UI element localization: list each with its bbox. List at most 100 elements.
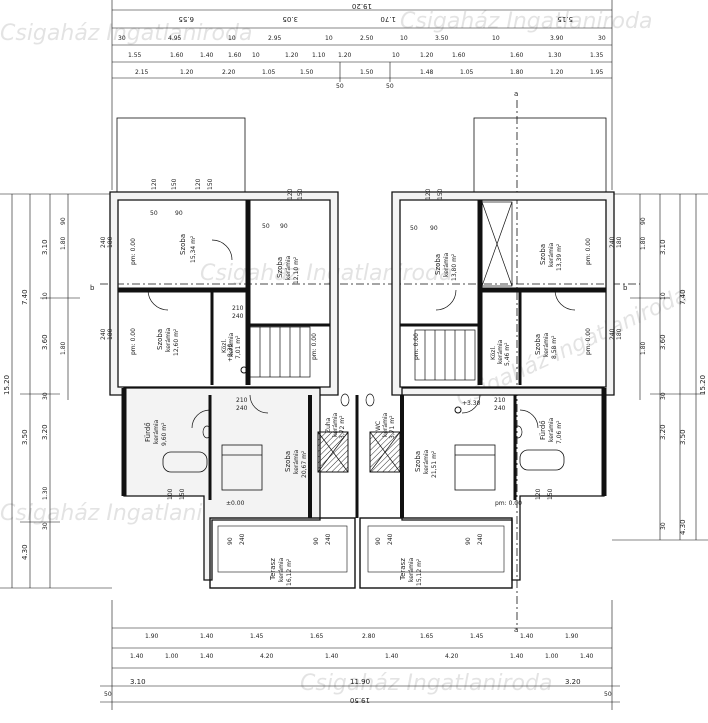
dim-label: 1.30 (42, 486, 49, 500)
section-line-b: b b (90, 283, 640, 292)
dim-label: 50 (336, 83, 344, 90)
dim-label: 50 (604, 691, 612, 698)
dim-label: 1.48 (420, 69, 434, 76)
dim-label: 1.40 (580, 653, 594, 660)
dim-label: 19.20 (352, 2, 372, 10)
room-area: 12,60 m² (173, 328, 180, 356)
dim-label: 6.55 (178, 15, 194, 23)
opening-label: 210 (232, 305, 244, 312)
opening-label: 240 (236, 405, 248, 412)
room-floor: kerámia (497, 339, 504, 364)
room-label: Szoba kerámia 21,51 m² (414, 449, 438, 478)
opening-label: 210 (236, 397, 248, 404)
dim-label: 1.40 (200, 52, 214, 59)
level-label: +3.30 (462, 400, 481, 407)
room-area: 7,01 m² (235, 335, 242, 359)
room-name: Fürdő (538, 420, 547, 440)
room-area: 13,80 m² (451, 253, 458, 281)
room-floor: kerámia (382, 412, 389, 437)
dim-label: 50 (386, 83, 394, 90)
dim-label: 50 (104, 691, 112, 698)
dim-label: 3.60 (659, 334, 667, 350)
level-label: ±0.00 (226, 500, 245, 507)
dim-label: 4.30 (21, 544, 29, 560)
room-floor: kerámia (278, 557, 285, 582)
dim-label: 1.20 (338, 52, 352, 59)
dim-label: 10 (252, 52, 260, 59)
room-labels: Szoba 15,34 m² Szoba kerámia 12,10 m² Sz… (143, 234, 563, 586)
dim-label: 1.05 (460, 69, 474, 76)
dim-label: 30 (42, 392, 49, 400)
room-floor: kerámia (443, 252, 450, 277)
room-floor: kerámia (332, 412, 339, 437)
room-floor: kerámia (165, 327, 172, 352)
dim-label: 1.60 (228, 52, 242, 59)
opening-label: 90 (430, 225, 438, 232)
room-area: 8,58 m² (551, 335, 558, 359)
dim-label: 2.95 (268, 35, 282, 42)
room-floor: kerámia (548, 242, 555, 267)
level-label: pm: 0.00 (311, 333, 318, 360)
room-label: WC kerámia 3,71 m² (375, 412, 396, 439)
opening-label: 120 (535, 488, 542, 500)
room-name: Közl. (490, 346, 497, 360)
dim-label: 1.90 (565, 633, 579, 640)
dim-label: 3.60 (41, 334, 49, 350)
dim-label: 1.00 (545, 653, 559, 660)
dim-label: 2.15 (135, 69, 149, 76)
room-label: Szoba kerámia 13,39 m² (539, 242, 563, 271)
wardrobe-cross (481, 201, 513, 287)
right-dimension-chains: 15.20 7.40 3.10 3.60 10 30 3.20 3.50 4.3… (612, 193, 708, 541)
toilets (202, 393, 523, 439)
opening-label: 90 (313, 537, 320, 545)
dim-label: 1.60 (170, 52, 184, 59)
room-area: 9,60 m² (161, 422, 168, 446)
dim-label: 1.45 (250, 633, 264, 640)
bathtub-left (162, 451, 208, 473)
section-mark-a-bottom: a (514, 626, 518, 634)
dim-label: 4.20 (260, 653, 274, 660)
room-name: Terasz (399, 558, 407, 581)
room-label: Zuha kerámia 3,72 m² (325, 412, 346, 439)
room-area: 5,46 m² (504, 342, 511, 366)
opening-label: 150 (297, 188, 304, 200)
dim-label: 1.35 (590, 52, 604, 59)
room-area: 13,39 m² (556, 243, 563, 271)
dim-label: 11.90 (350, 678, 370, 686)
dim-label: 4.20 (445, 653, 459, 660)
room-label: Fürdő kerámia 9,60 m² (143, 419, 168, 446)
dim-label: 3.50 (679, 429, 687, 445)
room-name: Szoba (539, 244, 547, 265)
room-area: 20,67 m² (301, 450, 308, 478)
room-label: Szoba kerámia 12,60 m² (156, 327, 180, 356)
opening-label: 180 (616, 236, 623, 248)
room-area: 15,12 m² (416, 558, 423, 586)
dim-label: 4.30 (679, 519, 687, 535)
dim-label: 19.50 (350, 696, 370, 704)
opening-label: 240 (325, 533, 332, 545)
dim-label: 1.20 (180, 69, 194, 76)
room-floor: kerámia (153, 419, 160, 444)
opening-label: 150 (547, 488, 554, 500)
room-name: Szoba (156, 329, 164, 350)
opening-label: 90 (175, 210, 183, 217)
opening-label: 150 (207, 178, 214, 190)
room-label: Szoba kerámia 12,10 m² (276, 255, 300, 284)
room-name: WC (375, 421, 382, 431)
dim-label: 1.40 (385, 653, 399, 660)
dim-label: 5.15 (557, 15, 573, 23)
dim-label: 3.10 (130, 678, 146, 686)
dim-label: 90 (60, 217, 67, 225)
dim-label: 1.55 (128, 52, 142, 59)
opening-label: 150 (179, 488, 186, 500)
dim-label: 10 (492, 35, 500, 42)
dim-label: 10 (660, 292, 667, 300)
dim-label: 10 (42, 292, 49, 300)
room-label: Szoba kerámia 8,58 m² (534, 332, 558, 359)
dim-label: 1.45 (470, 633, 484, 640)
shower-left (317, 431, 349, 473)
dim-label: 2.20 (222, 69, 236, 76)
opening-label: 50 (262, 223, 270, 230)
opening-label: 100 (167, 488, 174, 500)
opening-label: 150 (437, 188, 444, 200)
